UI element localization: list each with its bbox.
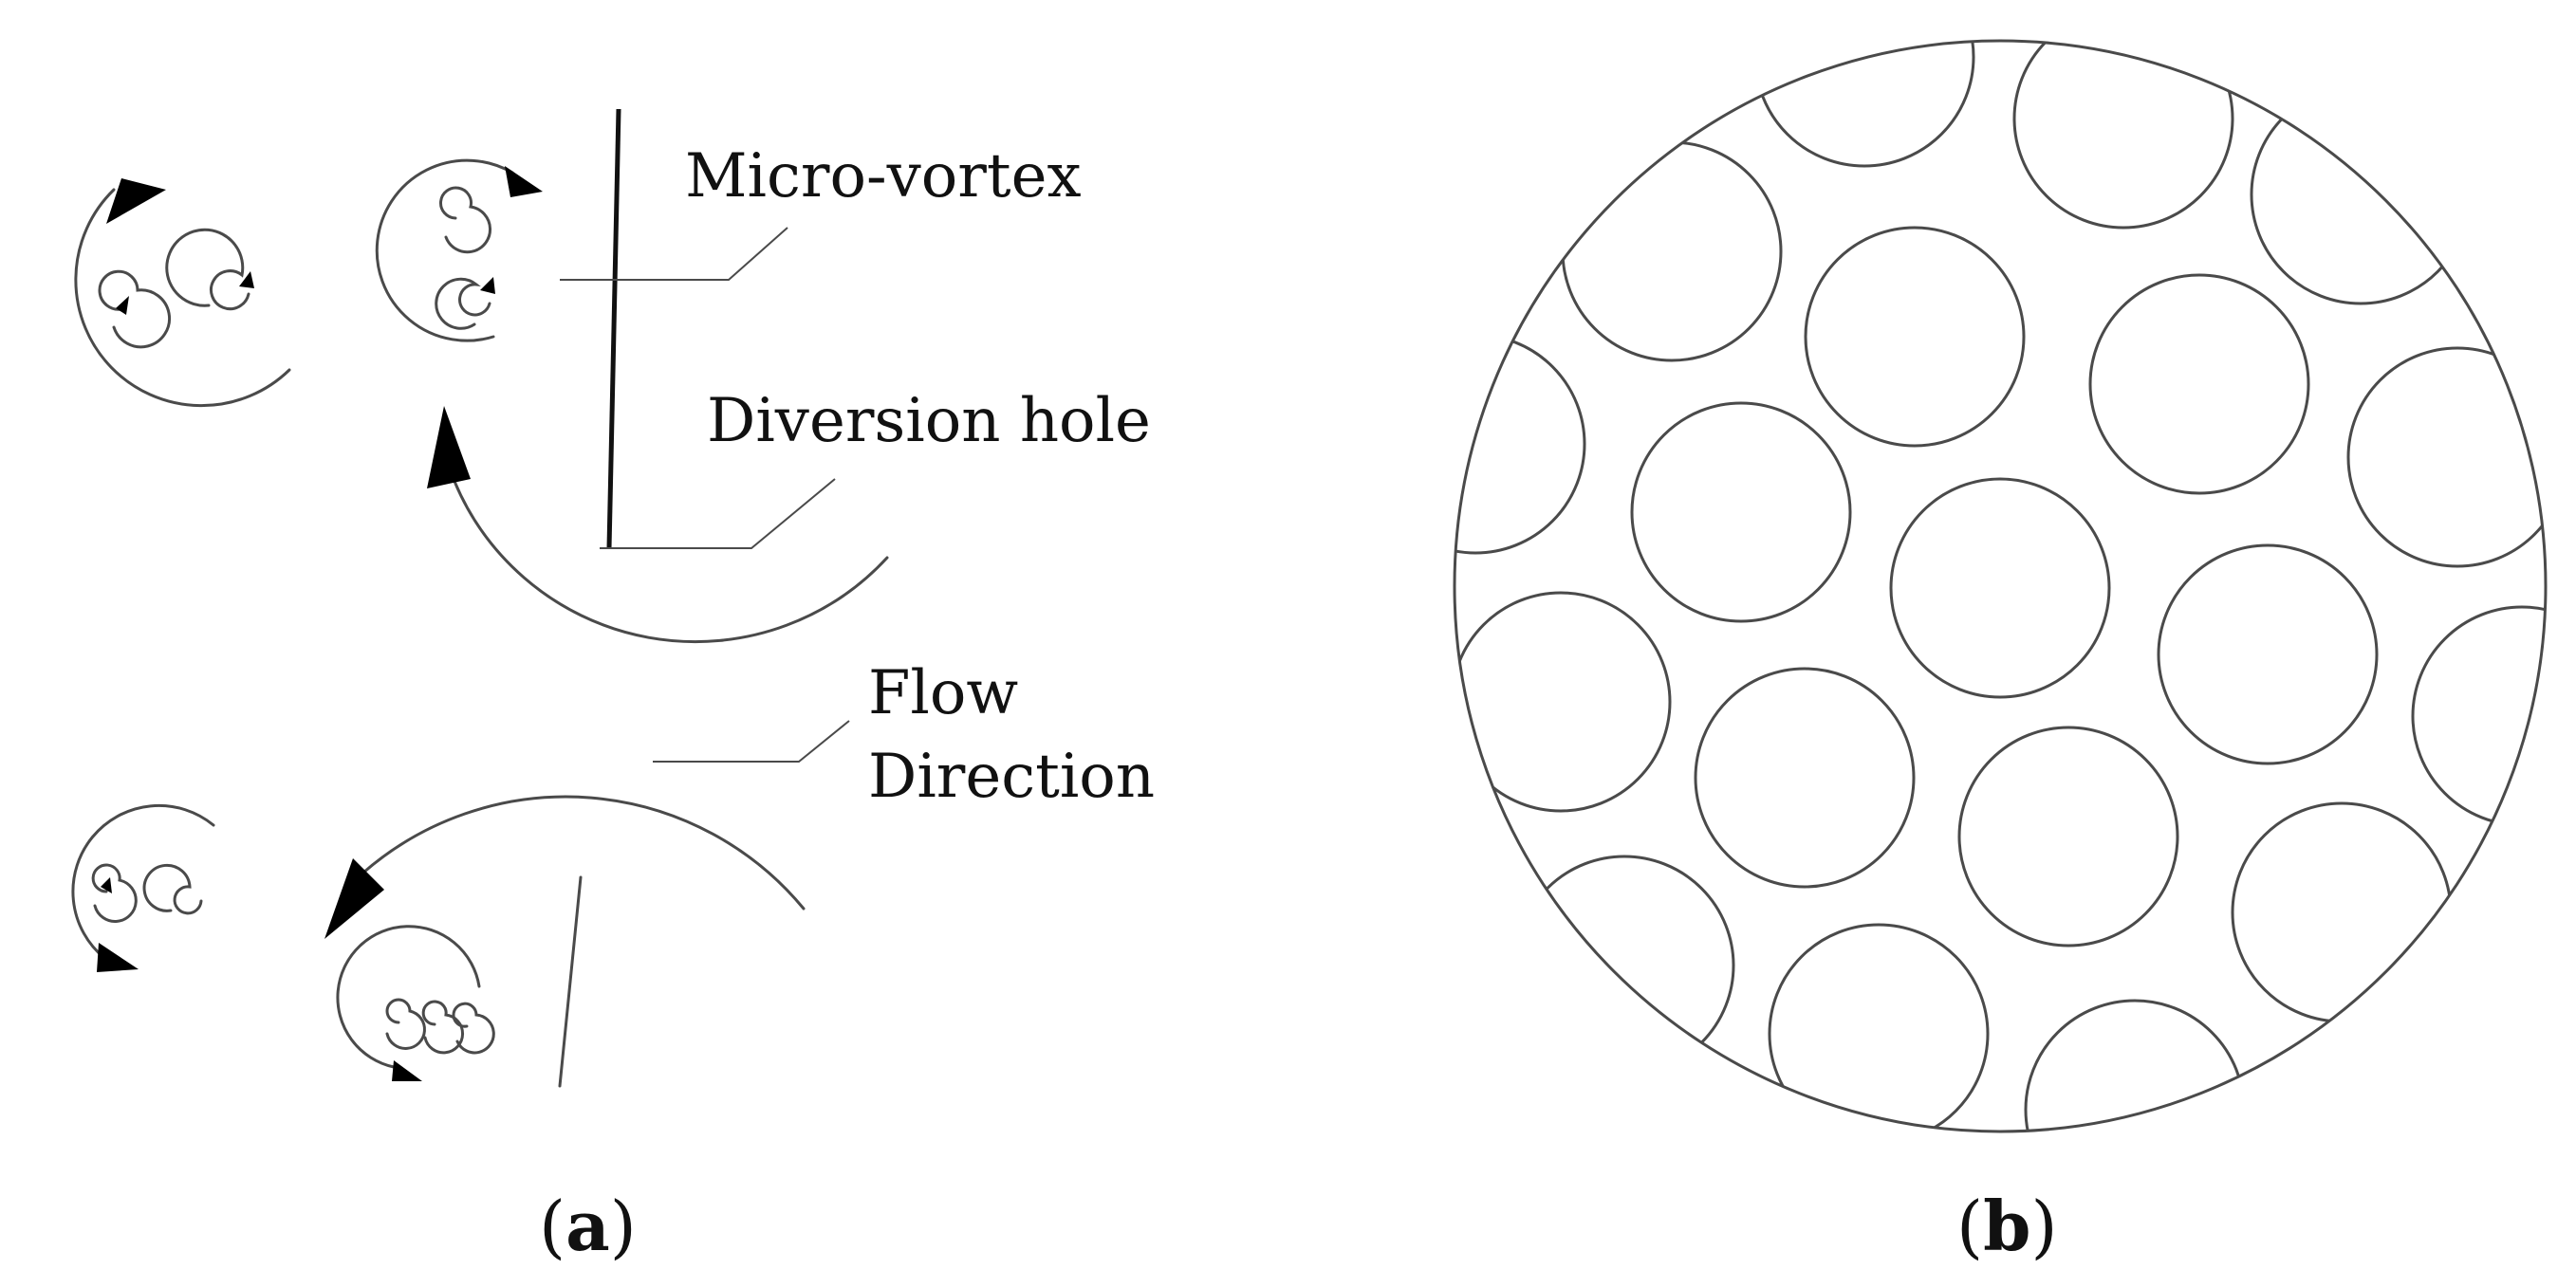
arrowhead [427, 406, 471, 488]
micro-vortex-spiral [142, 863, 203, 915]
diversion-hole [2411, 605, 2546, 827]
diversion-holes [1455, 41, 2546, 1132]
diversion-hole [2250, 83, 2472, 305]
diversion-hole [2157, 543, 2379, 765]
vortex-group-bottom-left [71, 803, 215, 972]
vortex-group-top-middle [375, 158, 543, 342]
caption-a: (a) [539, 1186, 637, 1266]
diversion-hole [1694, 667, 1916, 889]
diversion-hole [2346, 346, 2546, 568]
vortex-group-top-left [74, 178, 291, 408]
arrowhead [116, 296, 129, 315]
vortex-group-bottom-middle [336, 925, 495, 1081]
leader-line-micro-vortex [560, 227, 788, 281]
caption-b-letter: b [1983, 1186, 2030, 1266]
large-vortex-arc [74, 188, 291, 408]
diversion-hole [1889, 477, 2111, 699]
micro-vortex-spiral [98, 269, 172, 349]
arrowhead [505, 166, 543, 197]
label-micro-vortex: Micro-vortex [685, 141, 1082, 212]
diversion-hole [1630, 401, 1852, 623]
diversion-hole [1804, 226, 2026, 448]
arrowhead [324, 858, 384, 939]
diversion-hole [2012, 41, 2234, 230]
panel-a: Micro-vortex Diversion hole Flow Directi… [71, 108, 1155, 1266]
micro-vortex-spiral [452, 1002, 495, 1055]
label-flow: Flow [868, 658, 1018, 728]
diversion-hole-wall-upper [606, 108, 621, 549]
leader-line-flow-direction [653, 720, 850, 763]
caption-a-letter: a [565, 1186, 610, 1266]
flow-arc-lower [324, 795, 806, 939]
micro-vortex-spiral [421, 1000, 465, 1055]
label-diversion-hole: Diversion hole [707, 386, 1151, 456]
micro-vortex-spiral [435, 277, 491, 330]
diversion-hole-wall-lower [558, 875, 583, 1088]
caption-b: (b) [1956, 1186, 2058, 1266]
panel-b: (b) [1453, 39, 2548, 1266]
flow-arc-upper [427, 406, 889, 644]
diversion-hole [1768, 923, 1990, 1132]
leader-line-diversion-hole [600, 478, 836, 549]
arrowhead [392, 1060, 422, 1081]
arrowhead [480, 277, 495, 294]
flow-arc [361, 795, 806, 911]
diversion-hole [2088, 273, 2310, 495]
flow-arc [452, 477, 889, 644]
diversion-hole [1455, 333, 1586, 555]
arrowhead [239, 271, 254, 288]
caption-a-open: ( [539, 1187, 565, 1266]
diversion-hole [2024, 999, 2246, 1132]
caption-b-close: ) [2030, 1187, 2057, 1266]
diversion-hole [1957, 726, 2179, 948]
caption-a-close: ) [610, 1187, 637, 1266]
arrowhead [101, 877, 112, 893]
diversion-hole [1561, 140, 1783, 362]
diversion-hole [2231, 801, 2453, 1023]
large-vortex-arc [71, 803, 215, 960]
arrowhead [106, 178, 166, 224]
diversion-plate-outline [1453, 39, 2548, 1133]
diversion-hole [1455, 591, 1672, 813]
micro-vortex-spiral [165, 228, 250, 311]
arrowhead [97, 943, 139, 972]
caption-b-open: ( [1956, 1187, 1983, 1266]
micro-vortex-spiral [91, 863, 138, 923]
micro-vortex-spiral [385, 998, 426, 1050]
large-vortex-arc [336, 925, 481, 1069]
micro-vortex-spiral [439, 186, 491, 254]
label-direction: Direction [868, 742, 1155, 812]
large-vortex-arc [375, 158, 514, 342]
